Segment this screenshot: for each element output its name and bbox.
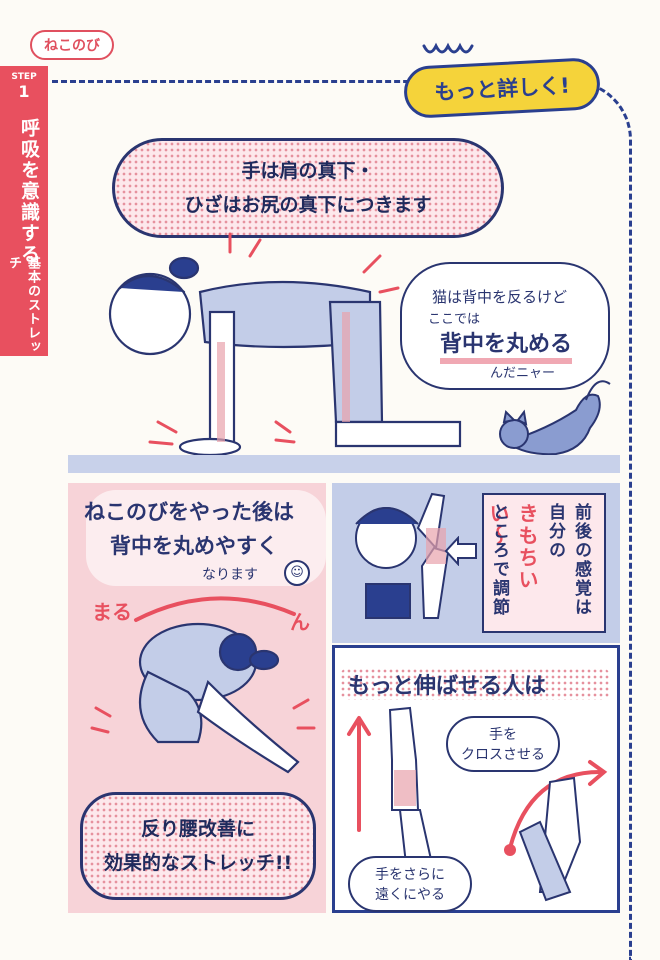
left-panel-line3: なります [202, 567, 258, 583]
effect-badge: 反り腰改善に 効果的なストレッチ!! [80, 792, 316, 900]
sidebar-title: 呼吸を意識する [18, 118, 40, 265]
n-text: ん [290, 610, 310, 634]
reach-bubble-line1: 手をさらに [375, 867, 445, 883]
crossed-hands-illustration [504, 760, 608, 902]
cross-hands-bubble: 手を クロスさせる [446, 716, 560, 772]
adjust-note-box: 前後の感覚は 自分の きもちいい〜 ところで調節 [482, 493, 606, 633]
reach-farther-bubble: 手をさらに 遠くにやる [348, 856, 472, 912]
cat-bubble-line3: 背中を丸める [440, 326, 573, 364]
top-speech-bubble: 手は肩の真下・ ひざはお尻の真下につきます [112, 138, 504, 238]
adjust-col2: 自分の [545, 503, 565, 560]
dashed-frame [52, 80, 632, 960]
cross-bubble-line1: 手を [489, 727, 517, 743]
smile-icon: ☺ [284, 560, 310, 586]
step-sidebar: STEP 1 呼吸を意識する 基本のストレッチ [0, 66, 48, 356]
left-panel-line2: 背中を丸めやすく [110, 534, 278, 558]
round-arc-icon [134, 596, 296, 622]
child-pose-illustration [90, 622, 316, 774]
cat-pose-woman-illustration [108, 232, 462, 457]
adjust-col1: 前後の感覚は [571, 503, 591, 617]
category-tag: ねこのび [30, 30, 114, 60]
advanced-title: もっと伸ばせる人は [348, 674, 547, 699]
adjust-col4: ところで調節 [489, 503, 509, 617]
arrow-up-icon [347, 716, 371, 832]
reach-bubble-line2: 遠くにやる [375, 887, 445, 903]
woman-palms-illustration [355, 492, 450, 619]
left-panel-line1: ねこのびをやった後は [84, 500, 294, 524]
cat-bubble-line2: ここでは [428, 312, 481, 327]
step-label: STEP [11, 72, 37, 82]
advanced-title-backing [340, 668, 610, 700]
top-speech-line2: ひざはお尻の真下につきます [184, 194, 432, 216]
sidebar-subtitle: 基本のストレッチ [6, 256, 40, 354]
maru-text: まる [92, 600, 132, 624]
cross-bubble-line2: クロスさせる [461, 747, 545, 763]
step-number: 1 [18, 82, 30, 101]
cat-thought-bubble: 猫は背中を反るけど ここでは 背中を丸める んだニャー [400, 262, 610, 390]
cat-bubble-line1: 猫は背中を反るけど [432, 288, 568, 306]
adjust-col3: きもちいい〜 [486, 503, 539, 591]
cat-bubble-line4: んだニャー [490, 366, 556, 381]
wave-decoration-icon [422, 42, 474, 54]
arrow-left-icon [444, 536, 477, 566]
more-details-banner: もっと詳しく! [402, 56, 602, 120]
floor-strip [68, 455, 620, 473]
badge-line1: 反り腰改善に [140, 818, 255, 840]
stretching-cat-illustration [499, 380, 611, 456]
top-speech-line1: 手は肩の真下・ [241, 160, 375, 182]
badge-line2: 効果的なストレッチ!! [103, 852, 293, 874]
